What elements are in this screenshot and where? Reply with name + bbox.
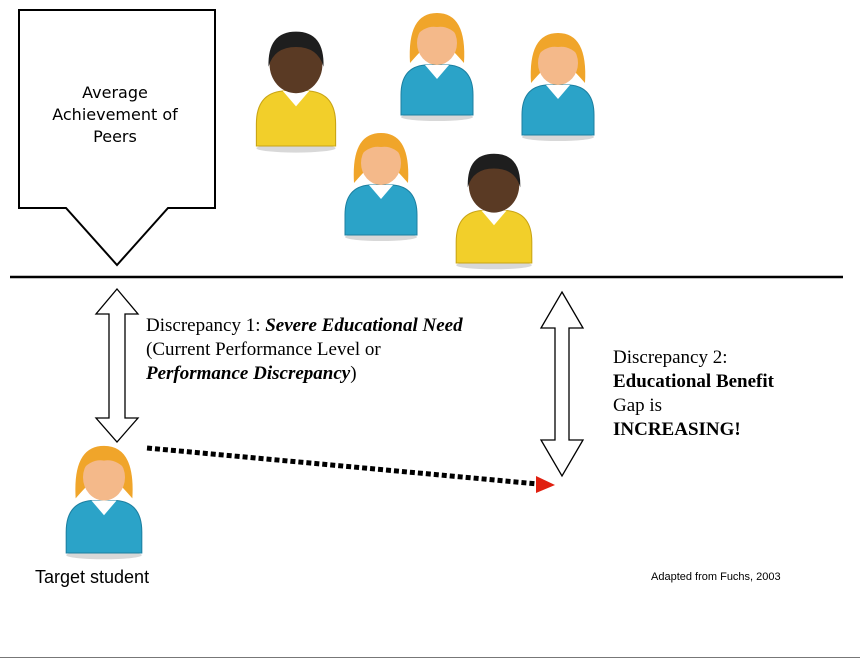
discrepancy2-double-arrow [539,290,585,478]
trend-dotted-line [146,445,539,487]
person-blonde-icon [65,445,143,560]
discrepancy1-emphasis: Severe Educational Need [265,315,463,336]
discrepancy1-prefix: Discrepancy 1: [146,315,266,336]
discrepancy1-line3-emphasis: Performance Discrepancy [146,363,351,384]
bottom-divider [0,657,860,658]
person-dark-hair-icon [455,153,533,270]
discrepancy2-line1: Discrepancy 2: [613,347,728,368]
discrepancy2-line2: Educational Benefit [613,371,774,392]
peers-box-line3: Peers [93,127,137,146]
discrepancy2-line4: INCREASING! [613,419,741,440]
discrepancy1-line2: (Current Performance Level or [146,339,381,360]
person-dark-hair-icon [255,31,337,153]
discrepancy2-text: Discrepancy 2: Educational Benefit Gap i… [613,346,833,442]
person-blonde-icon [400,13,474,121]
discrepancy1-line3-end: ) [350,363,357,384]
person-blonde-icon [344,133,418,241]
source-credit: Adapted from Fuchs, 2003 [651,571,781,583]
peers-box-label: Average Achievement of Peers [40,82,190,148]
peers-box-line2: Achievement of [52,105,178,124]
person-blonde-icon [521,33,595,141]
discrepancy2-line3: Gap is [613,395,663,416]
target-student-label: Target student [35,567,150,587]
discrepancy1-double-arrow [94,287,140,443]
trend-arrowhead [536,476,555,493]
discrepancy1-text: Discrepancy 1: Severe Educational Need (… [146,314,546,386]
peers-down-arrow [18,9,216,267]
peers-box-line1: Average [82,83,148,102]
